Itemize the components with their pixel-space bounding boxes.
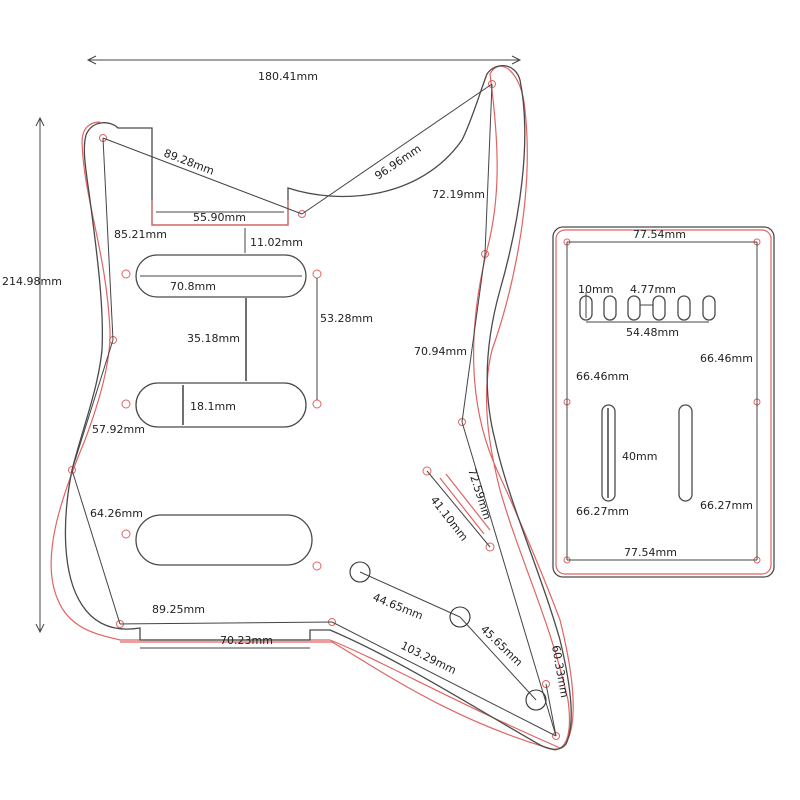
label-backplate-long-slot: 40mm xyxy=(622,450,657,463)
mount-hole xyxy=(312,399,322,409)
string-slot xyxy=(652,295,666,321)
pickguard: 180.41mm 214.98mm 89.28mm 96.96mm 55.90m… xyxy=(2,55,574,751)
string-slot xyxy=(603,295,617,321)
label-knob-spacing-1: 44.65mm xyxy=(371,591,425,623)
label-bottom-cutout: 70.23mm xyxy=(220,634,273,647)
neck-pocket xyxy=(151,200,289,226)
pickup-route-neck xyxy=(135,254,307,298)
label-treble-lower: 72.59mm xyxy=(465,467,494,521)
label-neck-pocket-width: 55.90mm xyxy=(193,211,246,224)
label-backplate-slot-width: 10mm xyxy=(578,283,613,296)
backplate-outline-inner xyxy=(555,229,772,575)
label-bass-lower: 64.26mm xyxy=(90,507,143,520)
screw-hole xyxy=(298,210,306,218)
label-overall-height: 214.98mm xyxy=(2,275,62,288)
dimension-labels: 180.41mm 214.98mm 89.28mm 96.96mm 55.90m… xyxy=(2,70,571,699)
label-top-edge: 89.28mm xyxy=(162,147,216,178)
label-pickup-width: 18.1mm xyxy=(190,400,236,413)
label-pickup-length: 70.8mm xyxy=(170,280,216,293)
label-pocket-gap: 11.02mm xyxy=(250,236,303,249)
label-bass-middle: 57.92mm xyxy=(92,423,145,436)
pickguard-outline xyxy=(64,65,572,751)
spring-slot xyxy=(678,404,693,502)
backplate-outline-outer xyxy=(552,226,775,578)
label-backplate-right-lower: 66.27mm xyxy=(700,499,753,512)
mount-hole xyxy=(312,269,322,279)
screw-hole xyxy=(542,680,550,688)
screw-hole xyxy=(552,732,560,740)
label-treble-middle: 70.94mm xyxy=(414,345,467,358)
dimension-lines xyxy=(35,55,557,737)
string-slot xyxy=(677,295,691,321)
label-backplate-slot-gap: 4.77mm xyxy=(630,283,676,296)
switch-slot-end xyxy=(485,542,495,552)
label-backplate-left-upper: 66.46mm xyxy=(576,370,629,383)
label-pickup-spacing: 35.18mm xyxy=(187,332,240,345)
backplate-dimension-labels: 77.54mm 10mm 4.77mm 54.48mm 66.46mm 66.4… xyxy=(576,228,753,559)
label-bottom-edge: 89.25mm xyxy=(152,603,205,616)
label-backplate-right-upper: 66.46mm xyxy=(700,352,753,365)
label-mount-spacing: 53.28mm xyxy=(320,312,373,325)
backplate: 77.54mm 10mm 4.77mm 54.48mm 66.46mm 66.4… xyxy=(552,226,775,578)
mount-hole xyxy=(121,269,131,279)
label-overall-width: 180.41mm xyxy=(258,70,318,83)
mount-hole xyxy=(121,529,131,539)
mount-hole xyxy=(121,399,131,409)
string-slot xyxy=(627,295,641,321)
string-slot xyxy=(702,295,716,321)
pickup-route-bridge xyxy=(135,514,313,566)
switch-slot xyxy=(439,473,491,535)
screw-hole xyxy=(68,466,76,474)
pickup-route-middle xyxy=(135,382,307,428)
backplate-dimension-lines xyxy=(566,241,758,561)
label-treble-upper: 72.19mm xyxy=(432,188,485,201)
label-switch-slot: 41.10mm xyxy=(428,494,471,544)
mount-hole xyxy=(312,561,322,571)
label-backplate-left-lower: 66.27mm xyxy=(576,505,629,518)
label-backplate-top-width: 77.54mm xyxy=(633,228,686,241)
switch-slot-end xyxy=(422,466,432,476)
label-bass-upper: 85.21mm xyxy=(114,228,167,241)
label-backplate-slots-span: 54.48mm xyxy=(626,326,679,339)
label-backplate-bottom-width: 77.54mm xyxy=(624,546,677,559)
spring-slot xyxy=(601,404,616,502)
pickguard-outline-red xyxy=(50,65,574,751)
